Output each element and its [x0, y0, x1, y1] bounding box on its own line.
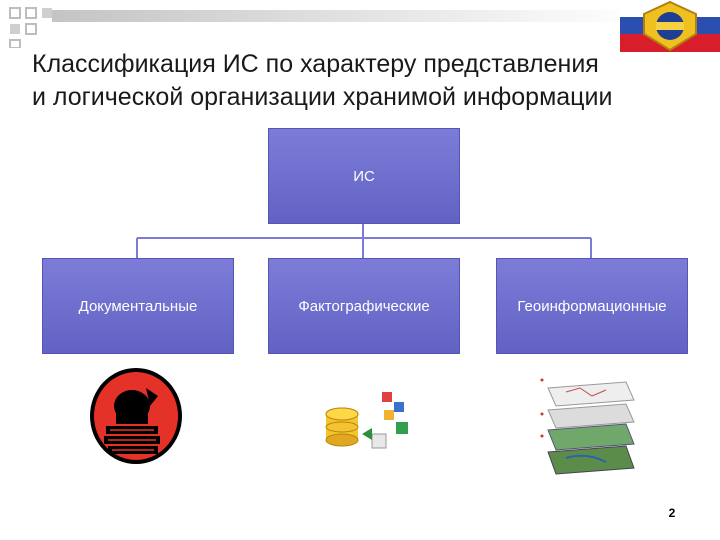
- diagram-node-documental: Документальные: [42, 258, 234, 354]
- root-node-label: ИС: [353, 167, 375, 185]
- title-line-1: Классификация ИС по характеру представле…: [32, 50, 599, 78]
- node-label-geoinformation: Геоинформационные: [517, 297, 667, 315]
- title-line-2: и логической организации хранимой информ…: [32, 83, 613, 111]
- database-icon: [325, 392, 408, 449]
- header-decoration: [9, 7, 642, 48]
- node-label-factographic: Фактографические: [298, 297, 430, 315]
- map-layers-icon: [540, 378, 635, 475]
- emblem-logo-icon: [620, 0, 720, 52]
- diagram-root-node: ИС: [268, 128, 460, 224]
- diagram-node-geoinformation: Геоинформационные: [496, 258, 688, 354]
- page-number: 2: [668, 506, 676, 520]
- diagram-node-factographic: Фактографические: [268, 258, 460, 354]
- documents-icon: [90, 368, 182, 464]
- node-label-documental: Документальные: [78, 297, 198, 315]
- page-title: Классификация ИС по характеру представле…: [32, 48, 692, 114]
